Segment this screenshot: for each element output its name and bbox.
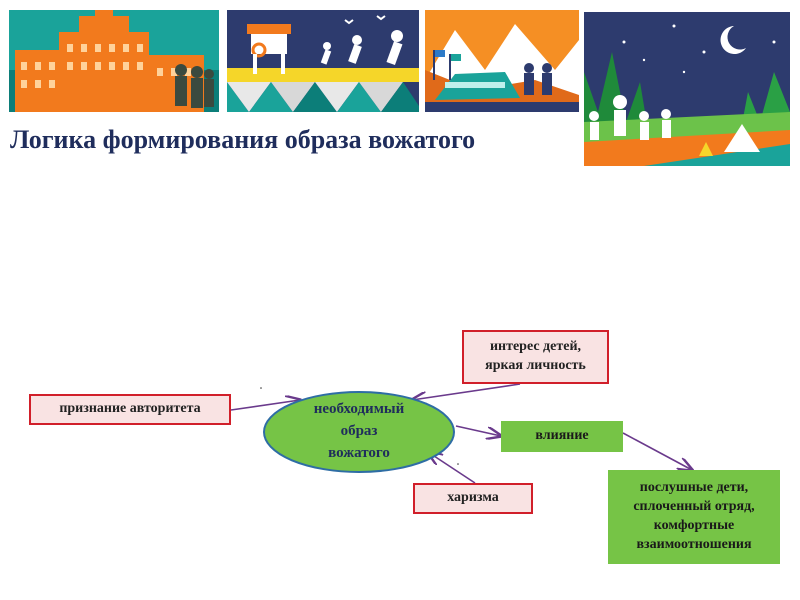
- arrow-charisma-to-center: [428, 452, 476, 484]
- center-ellipse: [263, 391, 455, 473]
- node-recognition-label: признание авторитета: [59, 401, 201, 417]
- center-node-label: необходимый образ вожатого: [262, 390, 456, 474]
- banner-image-mountains-train: [425, 10, 579, 112]
- banner-image-lifeguard-runners: [227, 10, 419, 112]
- node-influence-label: влияние: [535, 428, 589, 444]
- node-recognition-of-authority: признание авторитета: [29, 394, 231, 425]
- page-title: Логика формирования образа вожатого: [10, 125, 476, 154]
- node-influence: влияние: [501, 421, 623, 452]
- node-result-line-2: сплоченный отряд,: [633, 499, 755, 515]
- node-charisma: харизма: [413, 483, 533, 514]
- banner-image-university: [9, 10, 219, 112]
- center-line-2: образ: [340, 423, 378, 440]
- node-result-line-4: взаимоотношения: [636, 536, 752, 552]
- arrow-recognition-to-center: [230, 400, 300, 411]
- node-result-line-1: послушные дети,: [639, 480, 749, 496]
- node-result-line-3: комфортные: [653, 518, 735, 533]
- center-line-1: необходимый: [313, 401, 405, 418]
- center-line-3: вожатого: [328, 444, 390, 461]
- arrow-influence-to-result: [622, 432, 692, 470]
- node-interest-line-1: интерес детей,: [489, 339, 582, 355]
- arrow-center-to-influence: [455, 425, 501, 436]
- node-result: послушные дети, сплоченный отряд, комфор…: [608, 470, 780, 564]
- arrow-interest-to-center: [412, 383, 521, 400]
- node-children-interest: интерес детей, яркая личность: [462, 330, 609, 384]
- banner-image-night-camp: [584, 12, 790, 166]
- node-interest-line-2: яркая личность: [485, 358, 586, 373]
- node-charisma-label: харизма: [447, 490, 499, 506]
